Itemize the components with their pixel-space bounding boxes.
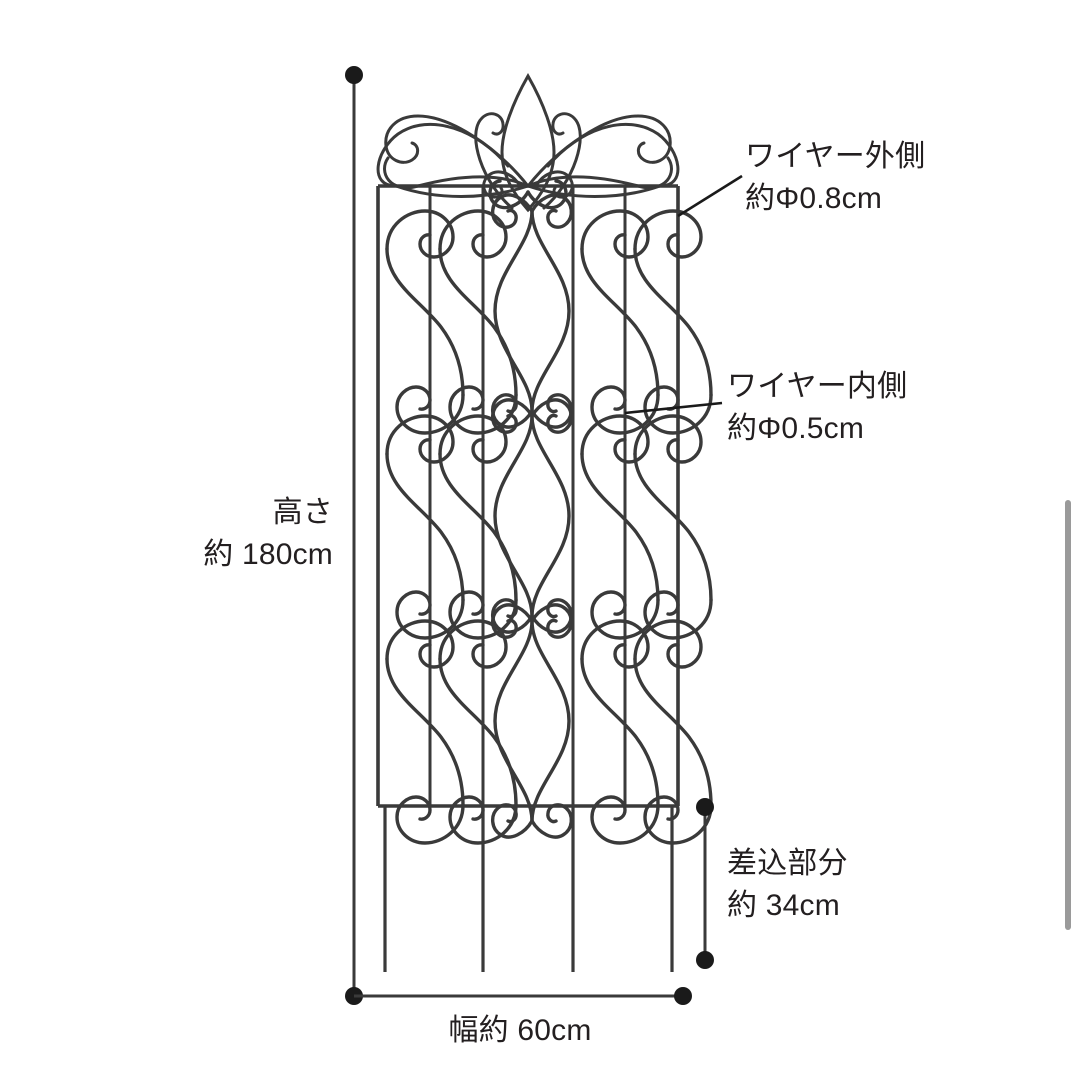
label-outer-wire-line2: 約Φ0.8cm [745, 182, 883, 215]
label-insertion-depth-line1: 差込部分 [727, 847, 848, 880]
label-width-line1: 幅約 60cm [448, 1014, 592, 1047]
crown-ornament [376, 72, 680, 213]
scrollbar-thumb[interactable] [1065, 500, 1071, 930]
label-inner-wire-line2: 約Φ0.5cm [727, 412, 865, 445]
leader-lines [624, 174, 743, 415]
label-width: 幅約 60cm [370, 1010, 670, 1052]
label-height-line2: 約 180cm [203, 538, 333, 571]
scrollbar-track[interactable] [1064, 0, 1074, 1080]
label-insertion-depth: 差込部分 約 34cm [727, 843, 848, 927]
label-outer-wire: ワイヤー外側 約Φ0.8cm [745, 136, 925, 220]
label-insertion-depth-line2: 約 34cm [727, 889, 840, 922]
trellis-body [376, 72, 713, 972]
leader-line-inner-wire [624, 401, 723, 415]
label-height: 高さ 約 180cm [203, 492, 333, 576]
label-inner-wire-line1: ワイヤー内側 [727, 370, 908, 403]
label-inner-wire: ワイヤー内側 約Φ0.5cm [727, 366, 907, 450]
label-height-line1: 高さ [272, 496, 333, 529]
dimension-lines [345, 66, 714, 1005]
leader-line-outer-wire [677, 174, 743, 218]
label-outer-wire-line1: ワイヤー外側 [745, 140, 926, 173]
